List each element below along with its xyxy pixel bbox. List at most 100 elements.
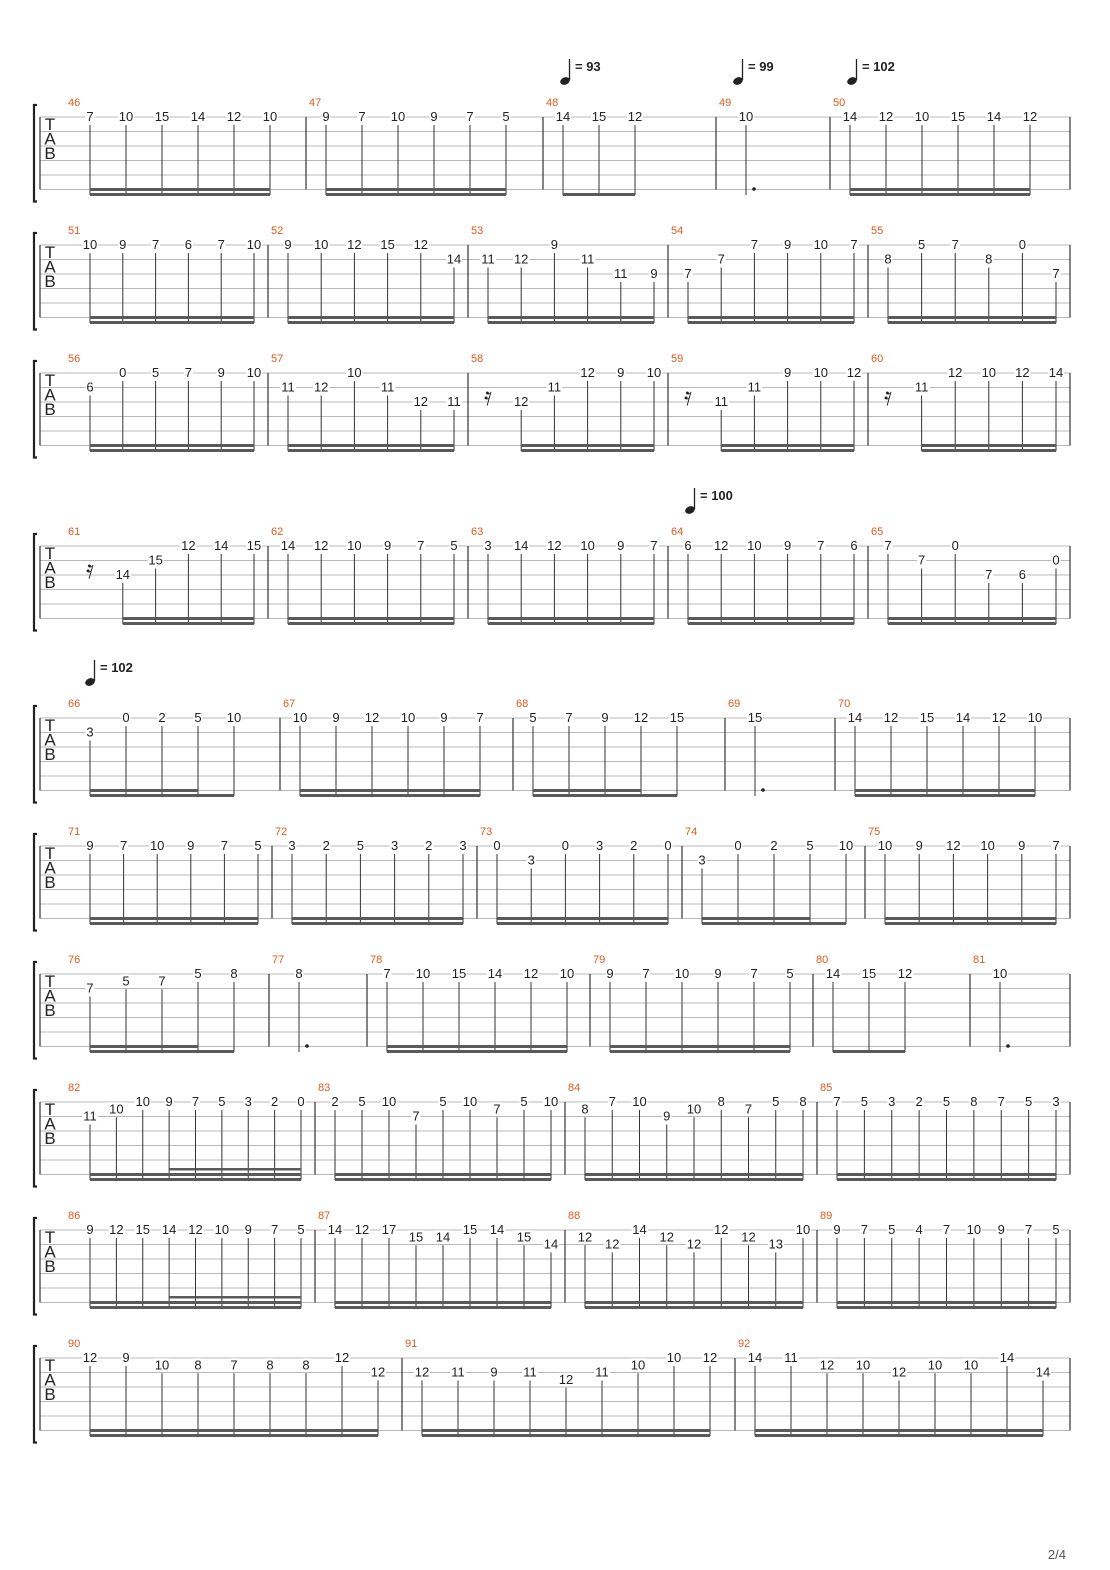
fret-backdrop — [604, 1237, 621, 1251]
fret-backdrop — [832, 1095, 842, 1108]
fret-backdrop — [713, 967, 723, 980]
fret-number: 12 — [559, 1372, 573, 1387]
fret-backdrop — [716, 1095, 726, 1108]
fret-backdrop — [747, 711, 763, 724]
fret-number: 15 — [148, 553, 162, 568]
fret-number: 8 — [985, 252, 992, 267]
fret-backdrop — [546, 380, 563, 394]
tempo-mark: = 99 — [733, 59, 774, 85]
fret-number: 12 — [514, 394, 528, 409]
fret-number: 7 — [1052, 266, 1059, 281]
beam-secondary — [90, 316, 254, 319]
fret-number: 7 — [218, 237, 225, 252]
fret-backdrop — [492, 839, 502, 852]
fret-backdrop — [783, 1351, 799, 1364]
measure-number: 46 — [68, 97, 80, 109]
fret-number: 14 — [328, 1222, 342, 1237]
fret-backdrop — [82, 238, 98, 251]
beam-primary — [837, 1178, 1056, 1181]
fret-backdrop — [161, 1223, 178, 1236]
beam-secondary — [90, 917, 258, 920]
fret-number: 7 — [86, 981, 93, 996]
fret-backdrop — [229, 967, 239, 980]
fret-number: 14 — [987, 109, 1001, 124]
tab-clef-letter: T — [45, 844, 55, 863]
fret-number: 9 — [187, 838, 194, 853]
beam-primary — [521, 449, 654, 452]
fret-backdrop — [151, 366, 161, 379]
fret-number: 0 — [562, 838, 569, 853]
fret-number: 7 — [1052, 838, 1059, 853]
fret-backdrop — [825, 967, 841, 980]
measure-number: 70 — [838, 698, 850, 710]
fret-number: 15 — [862, 966, 876, 981]
tab-clef-letter: A — [44, 731, 56, 750]
fret-number: 7 — [221, 838, 228, 853]
fret-number: 12 — [628, 109, 642, 124]
fret-number: 7 — [833, 1094, 840, 1109]
fret-backdrop — [516, 1230, 532, 1244]
fret-backdrop — [489, 1365, 499, 1379]
fret-number: 17 — [382, 1222, 396, 1237]
quarter-note-icon — [685, 506, 695, 514]
fret-backdrop — [846, 366, 862, 379]
fret-number: 6 — [86, 380, 93, 395]
fret-backdrop — [955, 711, 971, 724]
fret-backdrop — [859, 1095, 869, 1108]
fret-backdrop — [157, 974, 167, 988]
fret-number: 7 — [466, 109, 473, 124]
beam-primary — [585, 1178, 803, 1181]
sixteenth-rest: 𝄿 — [684, 382, 692, 412]
fret-backdrop — [713, 539, 730, 552]
fret-backdrop — [354, 1223, 370, 1236]
fret-backdrop — [991, 711, 1007, 724]
fret-number: 10 — [83, 237, 97, 252]
fret-backdrop — [942, 1095, 951, 1108]
fret-backdrop — [301, 1358, 311, 1372]
fret-number: 0 — [1052, 553, 1059, 568]
fret-number: 9 — [663, 1109, 670, 1124]
measure-number: 88 — [568, 1210, 580, 1222]
sixteenth-rest: 𝄿 — [884, 382, 892, 412]
beam-primary — [585, 1306, 803, 1309]
fret-number: 9 — [617, 365, 624, 380]
beam-secondary — [326, 188, 506, 191]
fret-backdrop — [183, 238, 193, 251]
fret-number: 12 — [992, 710, 1006, 725]
fret-number: 7 — [718, 252, 725, 267]
fret-backdrop — [927, 1358, 943, 1372]
measure-number: 85 — [820, 1082, 832, 1094]
fret-number: 10 — [401, 710, 415, 725]
fret-backdrop — [383, 539, 393, 552]
fret-number: 7 — [86, 109, 93, 124]
fret-backdrop — [381, 1223, 397, 1236]
fret-number: 10 — [878, 838, 892, 853]
fret-number: 7 — [642, 966, 649, 981]
tab-clef-letter: B — [44, 144, 55, 163]
fret-number: 12 — [524, 966, 538, 981]
fret-number: 5 — [254, 838, 261, 853]
fret-backdrop — [435, 1230, 451, 1244]
fret-backdrop — [559, 967, 575, 980]
fret-backdrop — [855, 1358, 871, 1372]
fret-backdrop — [577, 1230, 593, 1244]
fret-backdrop — [877, 839, 893, 852]
fret-backdrop — [513, 539, 530, 552]
fret-number: 12 — [83, 1350, 97, 1365]
tab-clef-letter: A — [44, 130, 56, 149]
tab-clef-letter: B — [44, 745, 55, 764]
fret-backdrop — [746, 539, 763, 552]
fret-number: 14 — [281, 538, 295, 553]
fret-backdrop — [897, 967, 913, 980]
fret-number: 10 — [247, 237, 261, 252]
beam-tertiary — [169, 1168, 301, 1171]
fret-number: 10 — [119, 109, 133, 124]
beam-primary — [288, 321, 454, 324]
tab-clef-letter: B — [44, 1001, 55, 1020]
fret-number: 9 — [784, 365, 791, 380]
measure-number: 72 — [275, 826, 287, 838]
fret-backdrop — [649, 539, 659, 552]
fret-backdrop — [390, 839, 400, 852]
beam-primary — [888, 622, 1056, 625]
